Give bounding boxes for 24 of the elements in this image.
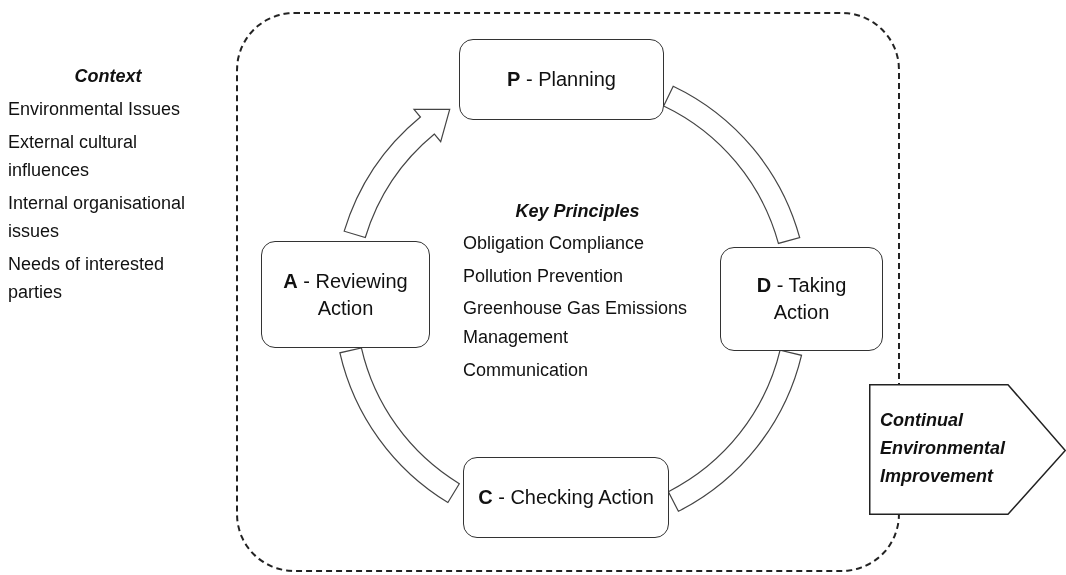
process-box: [720, 247, 883, 351]
list-item: Obligation Compliance: [463, 232, 646, 255]
list-item: External cultural influences: [8, 131, 139, 182]
node-label: Continual Environmental Improvement: [880, 409, 1007, 488]
node-label: D - Taking Action: [755, 273, 848, 325]
list-item: Internal organisational issues: [8, 192, 187, 243]
pentagon-arrow: [869, 384, 1066, 515]
cycle-arrow: [339, 347, 460, 504]
list-item: Needs of interested parties: [8, 253, 166, 304]
list-item: Greenhouse Gas Emissions Management: [463, 297, 689, 349]
list-item: Environmental Issues: [8, 98, 182, 121]
node-label: C - Checking Action: [478, 485, 654, 510]
cycle-arrow: [667, 349, 803, 512]
list-item: Pollution Prevention: [463, 265, 625, 288]
heading: Context: [73, 65, 143, 88]
cycle-arrow: [663, 85, 801, 244]
process-box: [261, 241, 430, 348]
list-item: Communication: [463, 359, 590, 382]
process-box: [459, 39, 664, 120]
node-label: A - Reviewing Action: [282, 268, 409, 321]
cycle-arrow: [343, 108, 451, 239]
heading: Key Principles: [514, 200, 641, 223]
node-label: P - Planning: [507, 67, 616, 92]
process-box: [463, 457, 669, 538]
